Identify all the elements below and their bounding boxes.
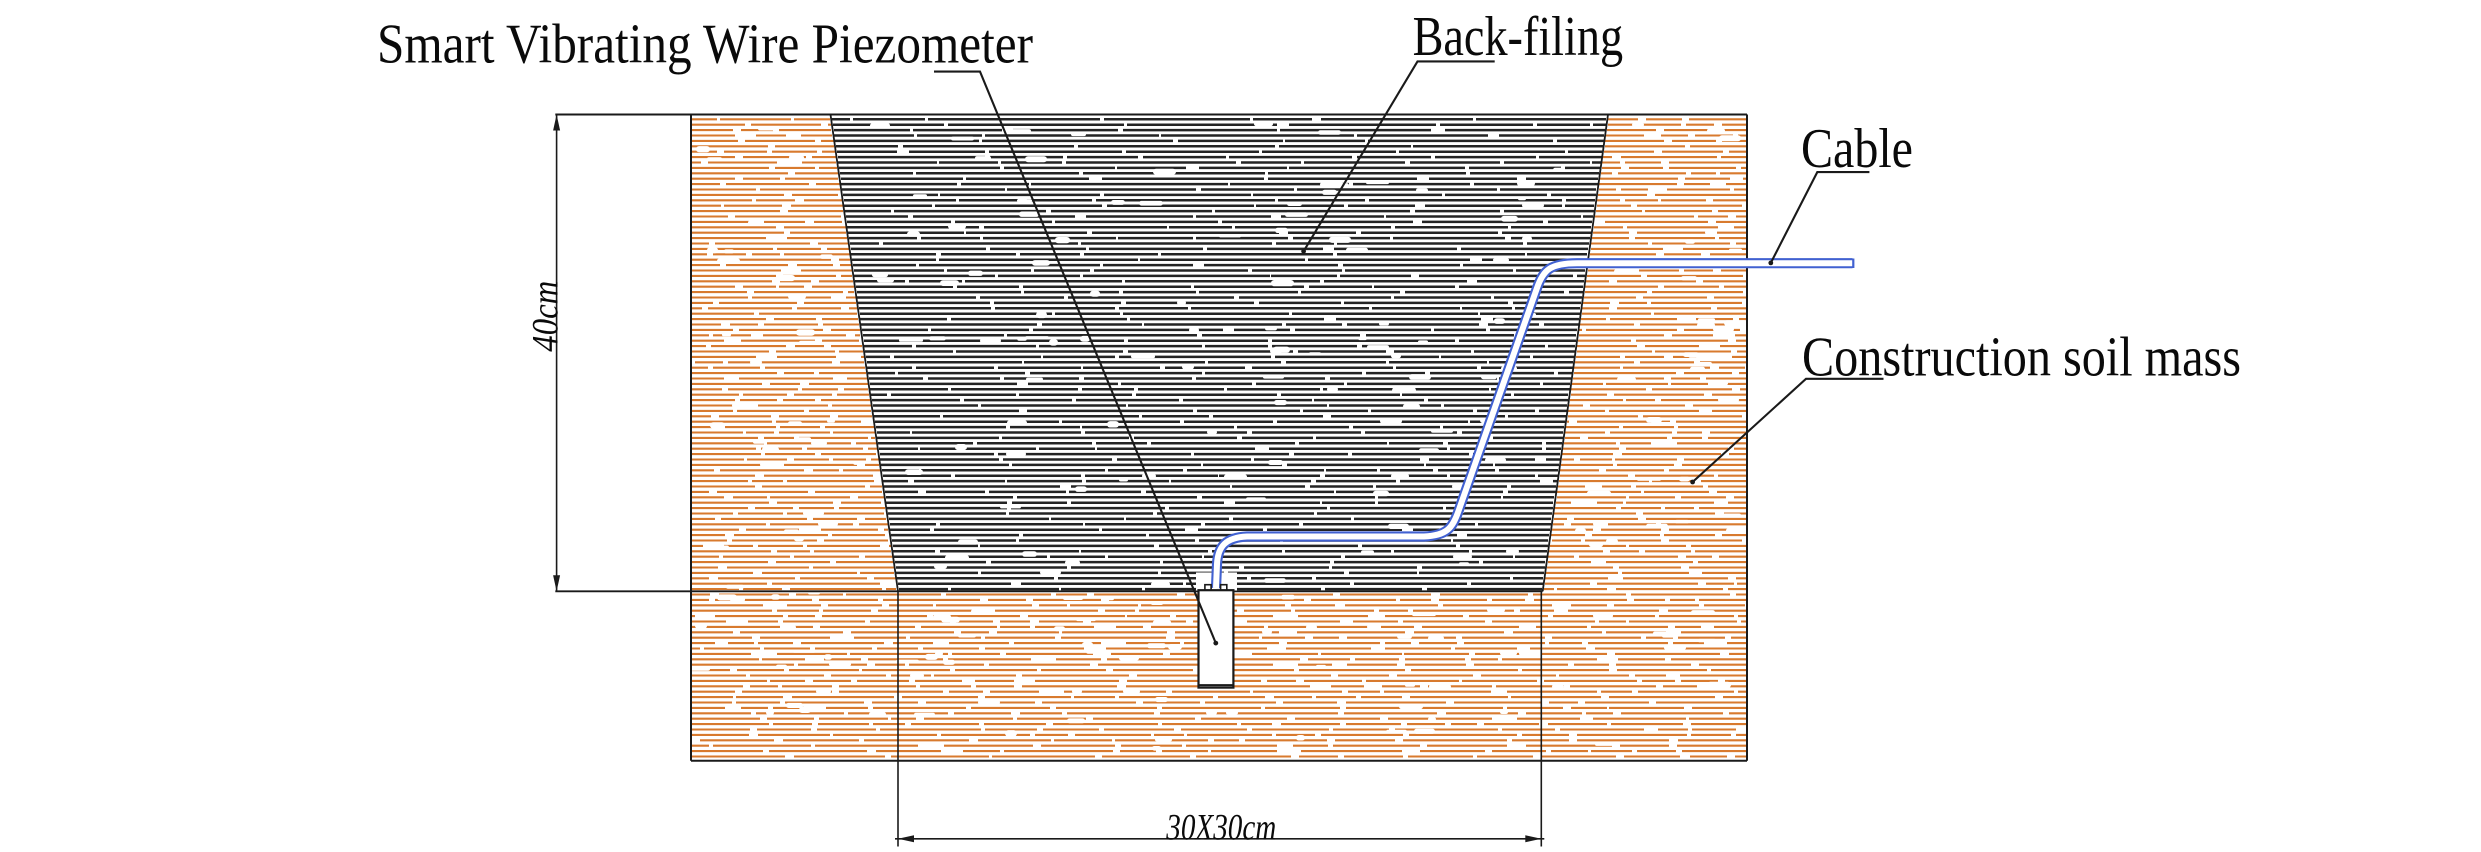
svg-text:Back-filing: Back-filing (1413, 6, 1624, 68)
svg-text:Construction soil mass: Construction soil mass (1802, 326, 2241, 388)
svg-text:Cable: Cable (1801, 118, 1913, 180)
svg-text:30X30cm: 30X30cm (1166, 808, 1277, 849)
svg-text:Smart Vibrating Wire Piezomete: Smart Vibrating Wire Piezometer (377, 14, 1033, 76)
svg-text:40cm: 40cm (526, 281, 567, 352)
